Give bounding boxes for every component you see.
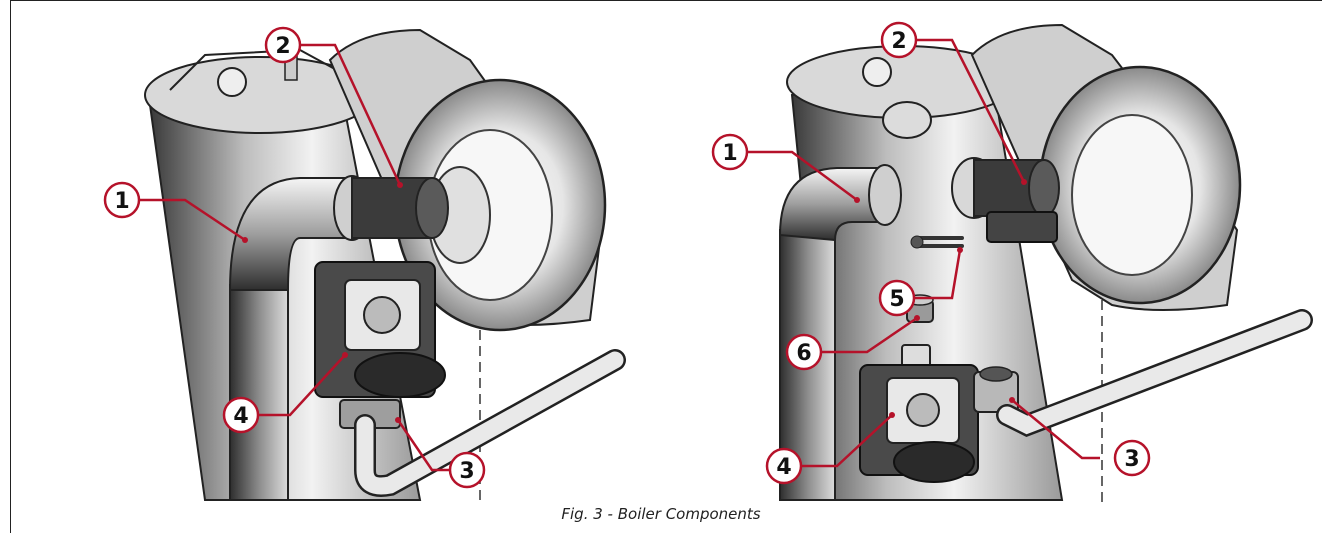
- callout-4: 4: [765, 447, 803, 485]
- svg-text:1: 1: [114, 189, 129, 214]
- callout-2: 2: [880, 21, 918, 59]
- svg-text:3: 3: [1124, 447, 1139, 472]
- svg-text:2: 2: [891, 29, 906, 54]
- callout-6: 6: [785, 333, 823, 371]
- callout-1: 1: [711, 133, 749, 171]
- figure-frame: [10, 0, 1322, 533]
- callout-1: 1: [103, 181, 141, 219]
- gas-pipe: [973, 309, 1313, 438]
- venturi-nozzle: [951, 157, 1060, 243]
- svg-text:1: 1: [722, 141, 737, 166]
- flue-pipe: [228, 175, 449, 501]
- callout-5: 5: [878, 279, 916, 317]
- svg-text:6: 6: [796, 341, 811, 366]
- callout-2: 2: [264, 26, 302, 64]
- svg-text:5: 5: [889, 287, 904, 312]
- callout-4: 4: [222, 396, 260, 434]
- callout-3: 3: [448, 451, 486, 489]
- callout-3: 3: [1113, 439, 1151, 477]
- gas-pipe: [354, 349, 626, 497]
- svg-text:2: 2: [275, 34, 290, 59]
- fan-housing: [328, 28, 607, 332]
- callout-leaders: [748, 38, 1100, 468]
- svg-text:3: 3: [459, 459, 474, 484]
- fan-housing: [970, 23, 1242, 311]
- boiler-assembled-illustration: 1 2 3 4: [103, 26, 626, 505]
- gas-valve: [314, 261, 446, 429]
- gas-valve: [859, 344, 979, 483]
- boiler-exploded-illustration: 1 2 3 4 5 6: [711, 21, 1313, 505]
- retaining-clip: [910, 235, 964, 249]
- callout-leaders: [140, 43, 450, 472]
- svg-text:4: 4: [233, 404, 248, 429]
- svg-text:4: 4: [776, 455, 791, 480]
- figure-caption: Fig. 3 - Boiler Components: [561, 505, 761, 523]
